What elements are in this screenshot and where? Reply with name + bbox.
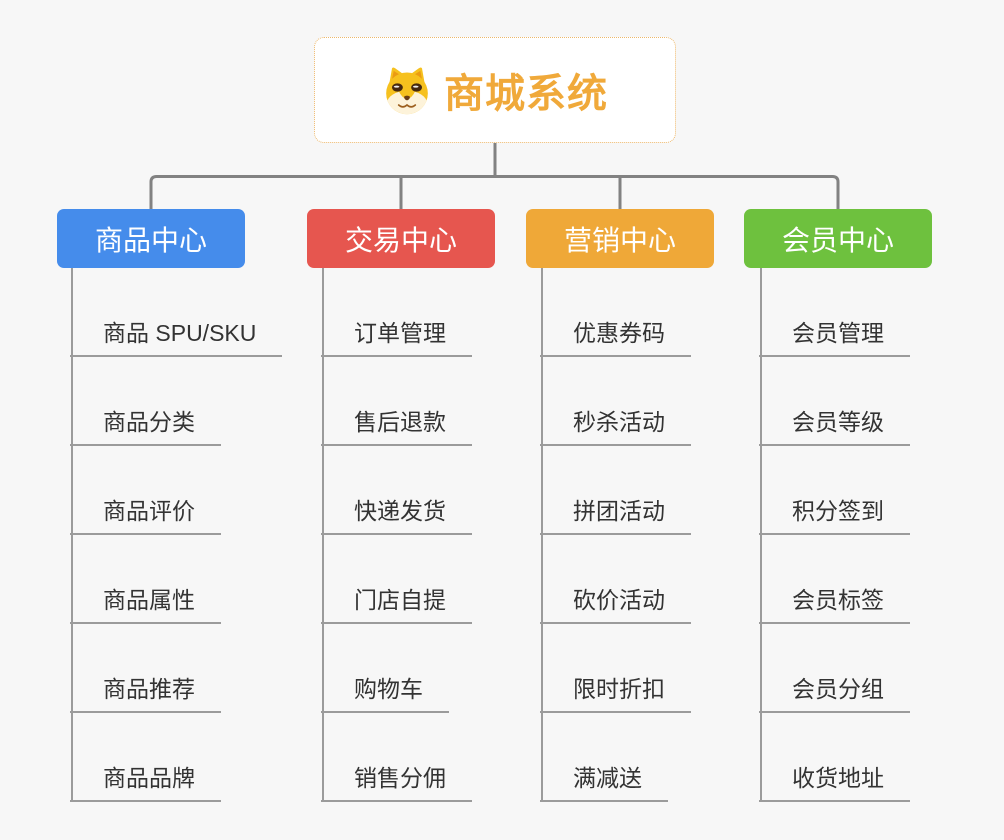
leaf-item[interactable]: 满减送 (540, 759, 668, 802)
leaf-item[interactable]: 会员等级 (759, 403, 910, 446)
root-title: 商城系统 (444, 72, 608, 116)
root-node[interactable]: 商城系统 (314, 37, 676, 143)
dog-face-icon (386, 67, 428, 115)
leaf-item[interactable]: 售后退款 (321, 403, 472, 446)
leaf-item[interactable]: 商品评价 (70, 492, 221, 535)
leaf-item[interactable]: 商品分类 (70, 403, 221, 446)
branch-node-marketing[interactable]: 营销中心 (526, 209, 714, 268)
branch-node-trade[interactable]: 交易中心 (307, 209, 495, 268)
leaf-item[interactable]: 门店自提 (321, 581, 472, 624)
branch-connector-line (322, 268, 324, 802)
branch-node-products[interactable]: 商品中心 (57, 209, 245, 268)
branch-connector-line (760, 268, 762, 802)
branch-connector-line (541, 268, 543, 802)
leaf-item[interactable]: 订单管理 (321, 314, 472, 357)
leaf-item[interactable]: 购物车 (321, 670, 449, 713)
leaf-item[interactable]: 商品 SPU/SKU (70, 314, 283, 357)
leaf-item[interactable]: 收货地址 (759, 759, 910, 802)
branch-node-members[interactable]: 会员中心 (744, 209, 932, 268)
leaf-item[interactable]: 商品属性 (70, 581, 221, 624)
leaf-item[interactable]: 会员分组 (759, 670, 910, 713)
leaf-item[interactable]: 会员管理 (759, 314, 910, 357)
leaf-item[interactable]: 拼团活动 (540, 492, 691, 535)
leaf-item[interactable]: 砍价活动 (540, 581, 691, 624)
leaf-item[interactable]: 积分签到 (759, 492, 910, 535)
leaf-item[interactable]: 会员标签 (759, 581, 910, 624)
leaf-item[interactable]: 限时折扣 (540, 670, 691, 713)
leaf-item[interactable]: 商品品牌 (70, 759, 221, 802)
leaf-item[interactable]: 商品推荐 (70, 670, 221, 713)
branch-connector-line (71, 268, 73, 802)
leaf-item[interactable]: 快递发货 (321, 492, 472, 535)
leaf-item[interactable]: 优惠券码 (540, 314, 691, 357)
leaf-item[interactable]: 秒杀活动 (540, 403, 691, 446)
leaf-item[interactable]: 销售分佣 (321, 759, 472, 802)
